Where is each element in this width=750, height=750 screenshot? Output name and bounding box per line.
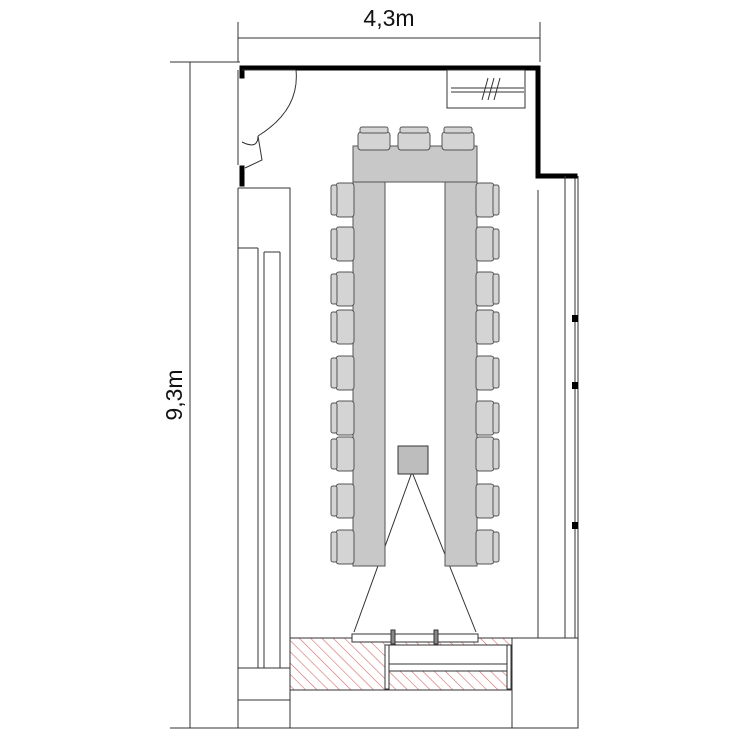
projection-screen	[351, 629, 479, 645]
chair-right	[475, 483, 500, 519]
chair-top	[441, 126, 475, 151]
chair-right	[475, 226, 500, 262]
door	[241, 69, 297, 169]
chair-right	[475, 271, 500, 307]
left-cabinet	[238, 187, 291, 701]
chair-right	[475, 182, 500, 218]
width-dimension-label: 4,3m	[363, 5, 414, 31]
projector	[397, 445, 429, 475]
chair-left	[330, 436, 355, 472]
chair-left	[330, 400, 355, 436]
width-dimension	[237, 22, 541, 62]
chair-top	[397, 126, 431, 151]
bench	[384, 644, 512, 690]
window-markers	[572, 315, 578, 529]
chair-left	[330, 182, 355, 218]
chair-left	[330, 529, 355, 565]
height-dimension-label: 9,3m	[161, 369, 187, 420]
chair-right	[475, 355, 500, 391]
chair-left	[330, 271, 355, 307]
thick-walls	[239, 65, 578, 187]
chair-right	[475, 309, 500, 345]
chairs	[330, 126, 500, 565]
chair-left	[330, 355, 355, 391]
right-window	[537, 176, 578, 639]
chair-right	[475, 529, 500, 565]
conference-table	[352, 145, 478, 567]
height-dimension	[170, 61, 240, 729]
chair-left	[330, 309, 355, 345]
chair-right	[475, 400, 500, 436]
shelf-unit	[446, 69, 526, 109]
chair-left	[330, 483, 355, 519]
chair-right	[475, 436, 500, 472]
chair-left	[330, 226, 355, 262]
chair-top	[357, 126, 391, 151]
